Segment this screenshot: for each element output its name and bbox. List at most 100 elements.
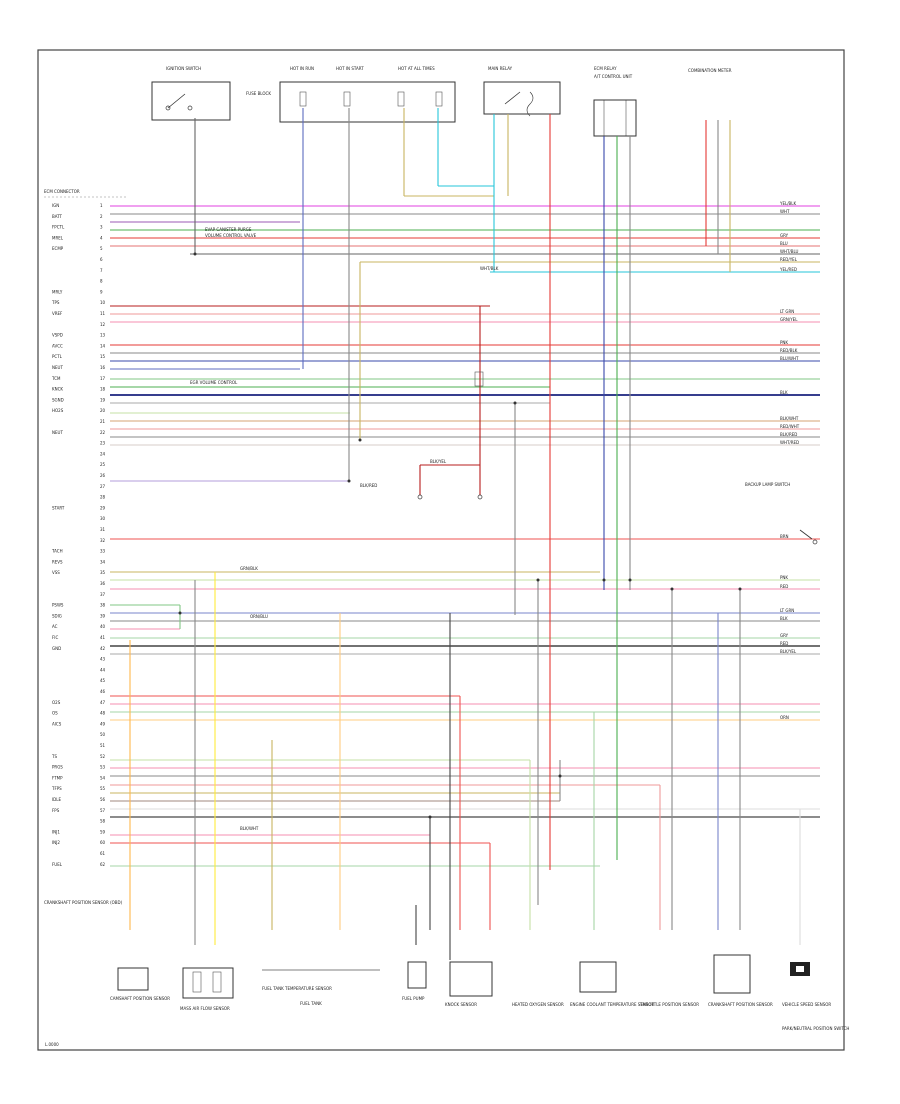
pin-label: VSS xyxy=(52,570,60,575)
maf-sensor-label: MASS AIR FLOW SENSOR xyxy=(180,1006,230,1011)
crankshaft-sensor-box xyxy=(713,954,751,994)
pin-label: TPS xyxy=(51,300,60,305)
right-wire-label: BLK xyxy=(780,616,788,621)
pin-number: 27 xyxy=(100,484,106,489)
pin-label: INJ1 xyxy=(52,829,60,834)
right-wire-label: RED xyxy=(780,641,788,646)
pin-number: 20 xyxy=(100,408,106,413)
fuel-tank-temp-label: FUEL TANK TEMPERATURE SENSOR xyxy=(262,986,332,991)
pin-number: 2 xyxy=(100,214,103,219)
pin-label: GND xyxy=(52,646,61,651)
pin-label: FIC xyxy=(52,635,58,640)
mid-label-blk-yel: BLK/YEL xyxy=(430,459,447,464)
knock-sensor-label: KNOCK SENSOR xyxy=(445,1002,477,1007)
pin-number: 9 xyxy=(100,289,103,294)
pin-number: 16 xyxy=(100,365,106,370)
fuel-pump-box xyxy=(407,961,427,989)
pin-number: 49 xyxy=(100,721,106,726)
pin-label: TS xyxy=(51,754,57,759)
pin-number: 14 xyxy=(100,343,106,348)
pin-number: 31 xyxy=(100,527,106,532)
right-wire-label: RED xyxy=(780,584,788,589)
pin-number: 52 xyxy=(100,754,106,759)
pin-label: IGN xyxy=(52,203,59,208)
tps-label: THROTTLE POSITION SENSOR xyxy=(639,1002,699,1007)
evap-label: EVAP CANISTER PURGE xyxy=(205,227,252,232)
pin-label: PSWS xyxy=(52,603,64,608)
pin-label: PCTL xyxy=(52,354,63,359)
camshaft-sensor-box xyxy=(117,967,149,991)
right-wire-label: PNK xyxy=(780,575,788,580)
knock-sensor-box xyxy=(449,961,493,997)
right-wire-label: BLU/WHT xyxy=(780,356,799,361)
pin-label: AC xyxy=(52,624,58,629)
footer-code: L.0000 xyxy=(45,1042,59,1047)
pin-number: 48 xyxy=(100,711,106,716)
right-wire-label: BRN xyxy=(780,534,789,539)
pin-number: 11 xyxy=(100,311,106,316)
right-wire-label: ORN xyxy=(780,715,789,720)
left-note: CRANKSHAFT POSITION SENSOR (OBD) xyxy=(44,900,123,905)
pin-number: 40 xyxy=(100,624,106,629)
pin-number: 7 xyxy=(100,268,103,273)
section-header: ECM CONNECTOR xyxy=(44,189,80,194)
right-wire-label: GRY xyxy=(780,633,789,638)
pin-label: KNCK xyxy=(52,387,63,392)
pin-number: 26 xyxy=(100,473,106,478)
pin-label: NEUT xyxy=(52,365,63,370)
right-wire-label: LT GRN xyxy=(780,608,794,613)
pin-label: HO2S xyxy=(52,408,64,413)
right-wire-label: RED/YEL xyxy=(780,257,798,262)
fuel-pump-label: FUEL PUMP xyxy=(402,996,425,1001)
pin-number: 19 xyxy=(100,397,106,402)
pnp-label: PARK/NEUTRAL POSITION SWITCH xyxy=(782,1026,849,1031)
right-wire-label: GRN/YEL xyxy=(780,317,798,322)
vss-label: VEHICLE SPEED SENSOR xyxy=(782,1002,831,1007)
pin-number: 37 xyxy=(100,592,106,597)
pin-number: 15 xyxy=(100,354,106,359)
pin-label: IDLE xyxy=(52,797,61,802)
pin-number: 41 xyxy=(100,635,106,640)
right-wire-label: GRY xyxy=(780,233,789,238)
pin-number: 18 xyxy=(100,387,106,392)
pin-label: SDIG xyxy=(52,613,62,618)
pin-number: 35 xyxy=(100,570,106,575)
right-wire-label: BLU xyxy=(780,241,788,246)
ecm-relay-box xyxy=(593,99,637,137)
mid-annotations: EVAP CANISTER PURGE VOLUME CONTROL VALVE… xyxy=(190,227,499,831)
pin-number: 29 xyxy=(100,505,106,510)
pin-number: 22 xyxy=(100,430,106,435)
mid-label-orn-blu: ORN/BLU xyxy=(250,614,268,619)
pin-number: 1 xyxy=(100,203,103,208)
pin-label: TFPS xyxy=(51,786,62,791)
pin-number: 57 xyxy=(100,808,106,813)
pin-label: AICS xyxy=(52,721,62,726)
top-components: IGNITION SWITCH FUSE BLOCK HOT AT ALL TI… xyxy=(151,66,732,137)
hot-in-start-label: HOT IN START xyxy=(336,66,364,71)
hot-at-all-times-label: HOT AT ALL TIMES xyxy=(398,66,435,71)
pin-label: REVS xyxy=(52,559,63,564)
pin-number: 55 xyxy=(100,786,106,791)
pin-number: 32 xyxy=(100,538,106,543)
mid-label-wht-blk: WHT/BLK xyxy=(480,266,499,271)
right-wire-label: YEL/RED xyxy=(779,267,797,272)
ect-sensor-box xyxy=(579,961,617,993)
pin-number: 25 xyxy=(100,462,106,467)
pin-number: 50 xyxy=(100,732,106,737)
ho2s-label: HEATED OXYGEN SENSOR xyxy=(512,1002,564,1007)
pin-number: 38 xyxy=(100,603,106,608)
mid-switches xyxy=(417,371,484,500)
pin-number: 33 xyxy=(100,549,106,554)
egr-label: EGR VOLUME CONTROL xyxy=(190,380,238,385)
at-control-unit-label: A/T CONTROL UNIT xyxy=(594,74,633,79)
right-wire-label: WHT/BLU xyxy=(780,249,799,254)
pin-label: MREL xyxy=(52,235,64,240)
pin-label: O2S xyxy=(52,700,61,705)
pin-label: MRLY xyxy=(52,289,63,294)
fuse-block-label: FUSE BLOCK xyxy=(246,91,271,96)
pin-label: VREF xyxy=(52,311,63,316)
pin-number: 39 xyxy=(100,613,106,618)
